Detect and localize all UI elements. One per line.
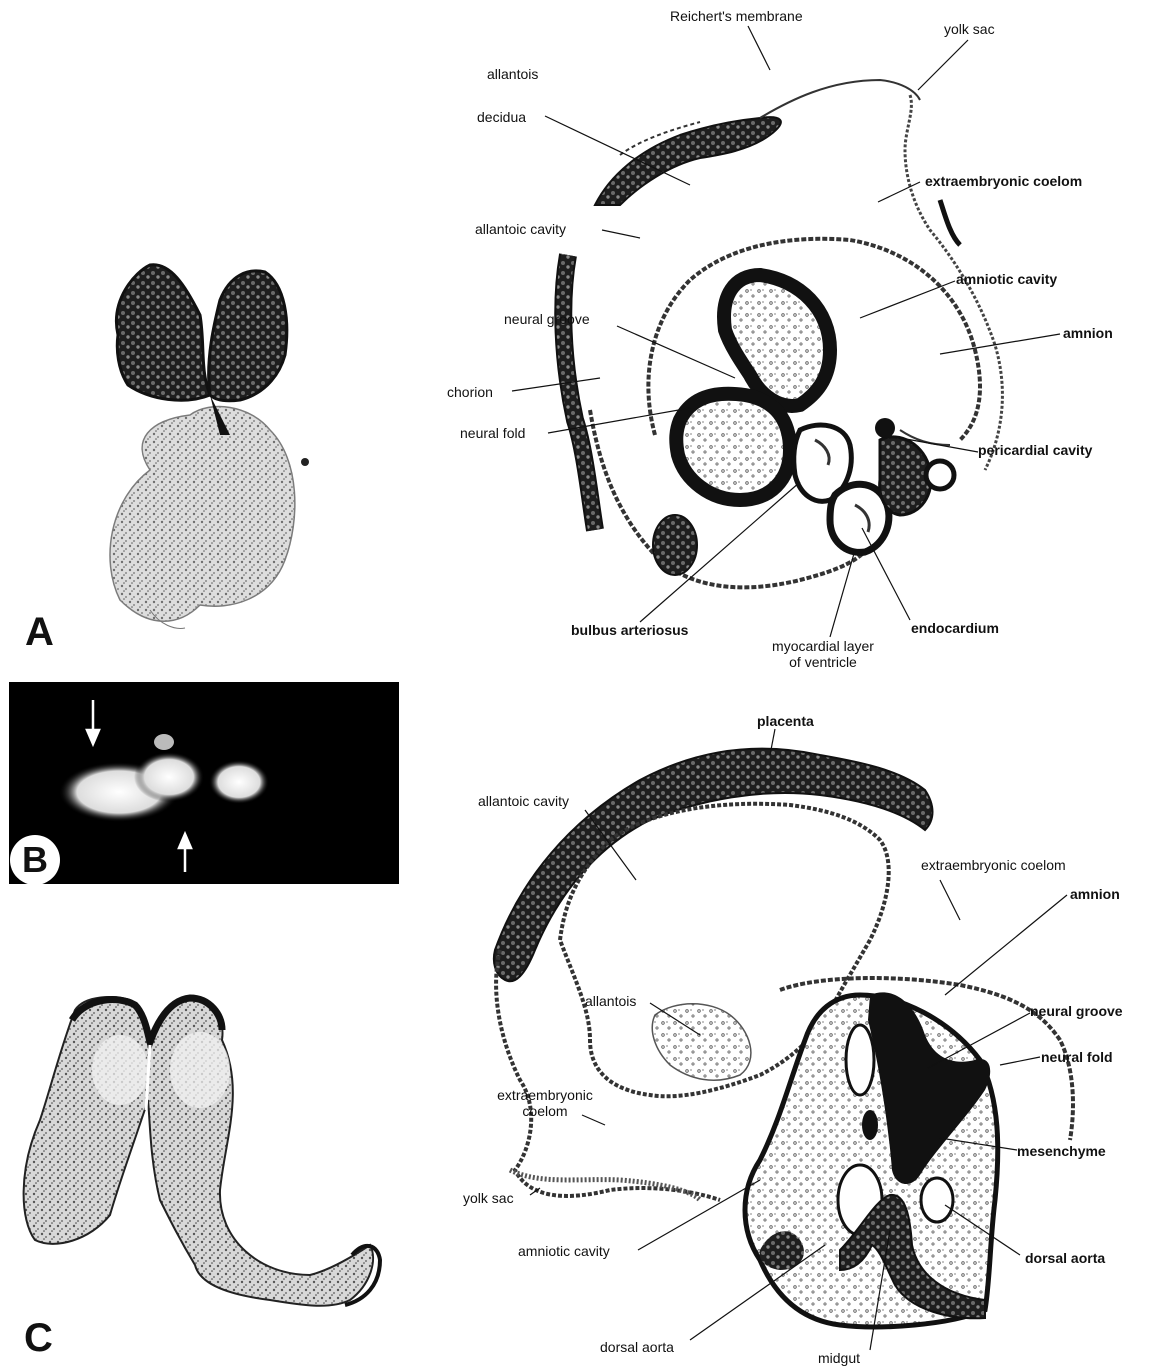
label-extraembryonic-coelom-b: extraembryonic coelom (921, 857, 1066, 873)
label-endocardium: endocardium (911, 620, 999, 636)
arrow-icon (179, 834, 191, 872)
label-amnion-b: amnion (1070, 886, 1120, 902)
label-pericardial-cavity: pericardial cavity (978, 442, 1092, 458)
panel-label-b: B (10, 835, 60, 885)
label-neural-groove: neural groove (504, 311, 590, 327)
label-allantois-b: allantois (585, 993, 636, 1009)
panel-a-photo (110, 265, 309, 629)
label-mesenchyme: mesenchyme (1017, 1143, 1106, 1159)
label-reicherts-membrane: Reichert's membrane (670, 8, 803, 24)
label-extraembryonic-coelom-left-line1: extraembryonic (478, 1087, 612, 1103)
label-amnion: amnion (1063, 325, 1113, 341)
label-extraembryonic-coelom-left: extraembryonic coelom (478, 1087, 612, 1119)
label-dorsal-aorta-right: dorsal aorta (1025, 1250, 1105, 1266)
bottom-diagram (494, 749, 1073, 1327)
panel-label-c: C (24, 1318, 53, 1358)
label-placenta: placenta (757, 713, 814, 729)
label-myocardial-layer-line1: myocardial layer (758, 638, 888, 654)
panel-label-a: A (25, 612, 54, 652)
label-decidua: decidua (477, 109, 526, 125)
label-neural-groove-b: neural groove (1030, 1003, 1123, 1019)
label-neural-fold: neural fold (460, 425, 525, 441)
label-amniotic-cavity-b: amniotic cavity (518, 1243, 610, 1259)
label-myocardial-layer: myocardial layer of ventricle (758, 638, 888, 670)
label-myocardial-layer-line2: of ventricle (758, 654, 888, 670)
label-allantoic-cavity-b: allantoic cavity (478, 793, 569, 809)
label-yolk-sac: yolk sac (944, 21, 995, 37)
label-extraembryonic-coelom-left-line2: coelom (478, 1103, 612, 1119)
label-yolk-sac-b: yolk sac (463, 1190, 514, 1206)
label-dorsal-aorta-bottom: dorsal aorta (600, 1339, 674, 1355)
panel-c-photo (24, 997, 380, 1306)
label-neural-fold-b: neural fold (1041, 1049, 1113, 1065)
label-amniotic-cavity: amniotic cavity (956, 271, 1057, 287)
label-midgut: midgut (818, 1350, 860, 1366)
label-chorion: chorion (447, 384, 493, 400)
panel-b-photo (9, 682, 399, 884)
arrow-icon (87, 700, 99, 744)
label-bulbus-arteriosus: bulbus arteriosus (571, 622, 688, 638)
label-extraembryonic-coelom: extraembryonic coelom (925, 173, 1082, 189)
label-allantoic-cavity: allantoic cavity (475, 221, 566, 237)
label-allantois: allantois (487, 66, 538, 82)
